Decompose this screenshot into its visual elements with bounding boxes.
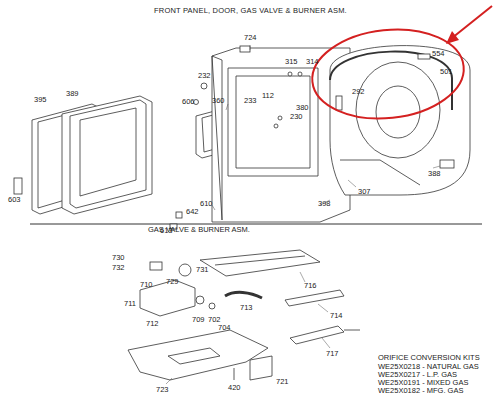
callout-number: 709 bbox=[192, 316, 205, 324]
callout-number: 112 bbox=[262, 92, 274, 100]
callout-number: 702 bbox=[208, 316, 221, 324]
callout-number: 714 bbox=[330, 312, 343, 320]
callout-number: 420 bbox=[228, 384, 241, 392]
callout-number: 713 bbox=[240, 304, 253, 312]
diagram-title: FRONT PANEL, DOOR, GAS VALVE & BURNER AS… bbox=[154, 6, 347, 15]
callout-number: 360 bbox=[212, 97, 225, 105]
callout-number: 732 bbox=[112, 264, 125, 272]
kit-note: WE25X0191 - MIXED GAS bbox=[378, 379, 468, 387]
callout-number: 315 bbox=[285, 58, 298, 66]
callout-number: 603 bbox=[8, 196, 21, 204]
callout-number: 606 bbox=[182, 98, 195, 106]
callout-number: 704 bbox=[218, 324, 231, 332]
callout-number: 314 bbox=[306, 58, 319, 66]
callout-number: 721 bbox=[276, 378, 289, 386]
kit-note: WE25X0218 - NATURAL GAS bbox=[378, 363, 479, 371]
callout-number: 233 bbox=[244, 97, 257, 105]
callout-number: 712 bbox=[146, 320, 159, 328]
callout-number: 717 bbox=[326, 350, 339, 358]
callout-number: 729 bbox=[166, 278, 179, 286]
kit-note: WE25X0217 - L.P. GAS bbox=[378, 371, 457, 379]
callout-number: 398 bbox=[318, 200, 331, 208]
kit-note: WE25X0182 - MFG. GAS bbox=[378, 387, 463, 395]
callout-number: 292 bbox=[352, 88, 365, 96]
callout-number: 716 bbox=[304, 282, 317, 290]
callout-number: 388 bbox=[428, 170, 441, 178]
kit-note: ORIFICE CONVERSION KITS bbox=[378, 354, 480, 362]
callout-number: 730 bbox=[112, 254, 125, 262]
callout-number: 723 bbox=[156, 386, 169, 394]
callout-number: 711 bbox=[124, 300, 136, 308]
callout-number: 501 bbox=[440, 68, 453, 76]
callout-number: 554 bbox=[432, 50, 445, 58]
callout-number: 710 bbox=[140, 281, 153, 289]
callout-number: 613 bbox=[160, 227, 173, 235]
callout-number: 307 bbox=[358, 188, 371, 196]
callout-number: 642 bbox=[186, 208, 199, 216]
callout-number: 232 bbox=[198, 72, 211, 80]
callout-number: 389 bbox=[66, 90, 79, 98]
callout-number: 380 bbox=[296, 104, 309, 112]
callout-number: 731 bbox=[196, 266, 209, 274]
callout-number: 610 bbox=[200, 200, 213, 208]
callout-number: 395 bbox=[34, 96, 47, 104]
callout-number: 724 bbox=[244, 34, 257, 42]
callout-number: 230 bbox=[290, 113, 303, 121]
